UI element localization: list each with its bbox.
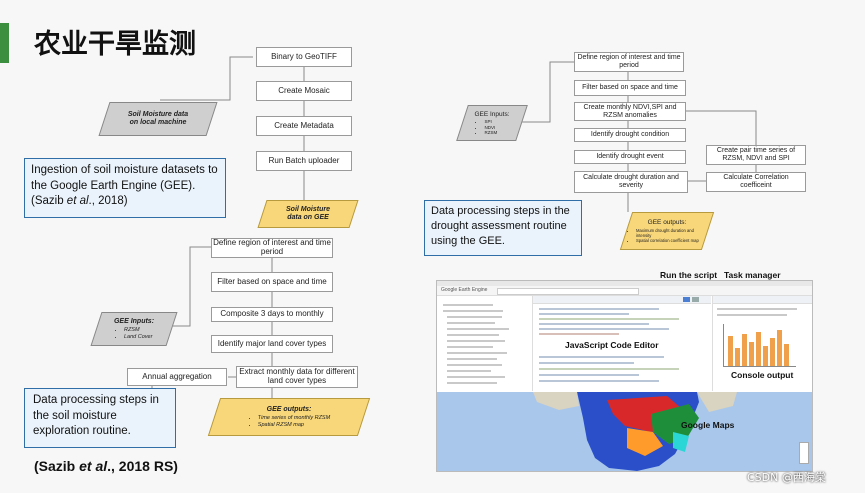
title-accent-bar [0, 23, 9, 63]
r-gee-inputs: GEE Inputs: SPINDVIRZSM [456, 105, 528, 141]
console-chart-bar [770, 338, 775, 366]
map-zoom-control[interactable] [799, 442, 809, 464]
gee-reset-button[interactable] [692, 297, 699, 302]
label-task-manager: Task manager [724, 270, 781, 280]
lb-step-composite: Composite 3 days to monthly [211, 307, 333, 322]
r-gee-outputs: GEE outputs: Maximum drought duration an… [619, 212, 715, 250]
gee-tabs[interactable] [713, 296, 812, 304]
slide-title: 农业干旱监测 [34, 29, 196, 60]
console-chart-bar [756, 332, 761, 366]
callout-ingestion-text: Ingestion of soil moisture datasets to t… [31, 164, 218, 192]
r-step-drought-event: Identify drought event [574, 150, 686, 164]
console-chart-bar [763, 346, 768, 366]
console-chart-bar [735, 348, 740, 366]
lb-step-define-roi: Define region of interest and time perio… [211, 238, 333, 258]
r-step-correlation: Calculate Correlation coefficeint [706, 172, 806, 192]
gee-console-panel: Console output [712, 296, 812, 391]
lb-step-filter: Filter based on space and time [211, 272, 333, 292]
r-step-filter: Filter based on space and time [574, 80, 686, 96]
gee-map[interactable]: Google Maps [437, 392, 812, 471]
gee-logo: Google Earth Engine [441, 287, 488, 293]
r-step-pair-series: Create pair time series of RZSM, NDVI an… [706, 145, 806, 165]
lb-gee-outputs: GEE outputs: Time series of monthly RZSM… [207, 398, 371, 436]
step-run-batch-uploader: Run Batch uploader [256, 151, 352, 171]
lb-gee-inputs: GEE Inputs: RZSMLand Cover [90, 312, 178, 346]
lb-step-annual-aggregation: Annual aggregation [127, 368, 227, 386]
console-chart-bar [784, 344, 789, 366]
console-chart-bar [777, 330, 782, 366]
gee-browser-bar [437, 281, 812, 286]
source-soil-moisture-local: Soil Moisture data on local machine [98, 102, 218, 136]
r-step-drought-condition: Identify drought condition [574, 128, 686, 142]
console-chart-bar [742, 334, 747, 366]
console-chart-bar [749, 342, 754, 366]
gee-run-button[interactable] [683, 297, 690, 302]
gee-search-bar[interactable] [497, 288, 639, 295]
gee-screenshot: Google Earth Engine [436, 280, 813, 472]
citation-bottom: (Sazib et al., 2018 RS) [34, 458, 178, 474]
step-create-mosaic: Create Mosaic [256, 81, 352, 101]
callout-assessment: Data processing steps in the drought ass… [424, 200, 582, 256]
lb-step-land-cover: Identify major land cover types [211, 335, 333, 353]
label-js-code-editor: JavaScript Code Editor [565, 340, 659, 350]
console-chart [723, 324, 796, 367]
map-south-africa [533, 392, 737, 471]
watermark: CSDN @西海棠 [747, 471, 826, 484]
label-console-output: Console output [731, 370, 794, 380]
step-binary-to-geotiff: Binary to GeoTIFF [256, 47, 352, 67]
r-step-duration-severity: Calculate drought duration and severity [574, 171, 688, 193]
label-google-maps: Google Maps [681, 420, 735, 430]
console-chart-bar [728, 336, 733, 366]
gee-scripts-panel [437, 296, 533, 391]
label-run-script: Run the script [660, 270, 718, 280]
r-step-define-roi: Define region of interest and time perio… [574, 52, 684, 72]
r-step-anomalies: Create monthly NDVI,SPI and RZSM anomali… [574, 102, 686, 121]
output-soil-moisture-gee: Soil Moisture data on GEE [257, 200, 359, 228]
step-create-metadata: Create Metadata [256, 116, 352, 136]
gee-code-editor[interactable]: JavaScript Code Editor [533, 296, 711, 391]
lb-step-extract: Extract monthly data for different land … [236, 366, 358, 388]
callout-exploration: Data processing steps in the soil moistu… [24, 388, 176, 448]
callout-ingestion: Ingestion of soil moisture datasets to t… [24, 158, 226, 218]
